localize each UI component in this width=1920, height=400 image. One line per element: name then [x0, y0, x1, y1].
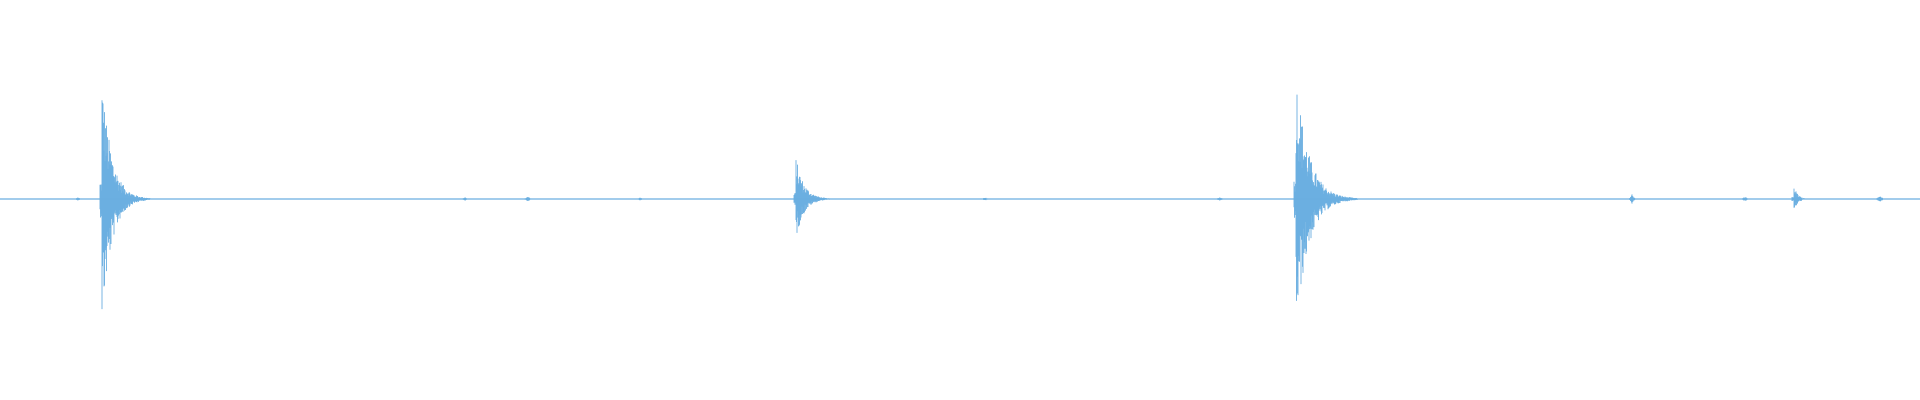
- waveform-marks: [74, 94, 1884, 310]
